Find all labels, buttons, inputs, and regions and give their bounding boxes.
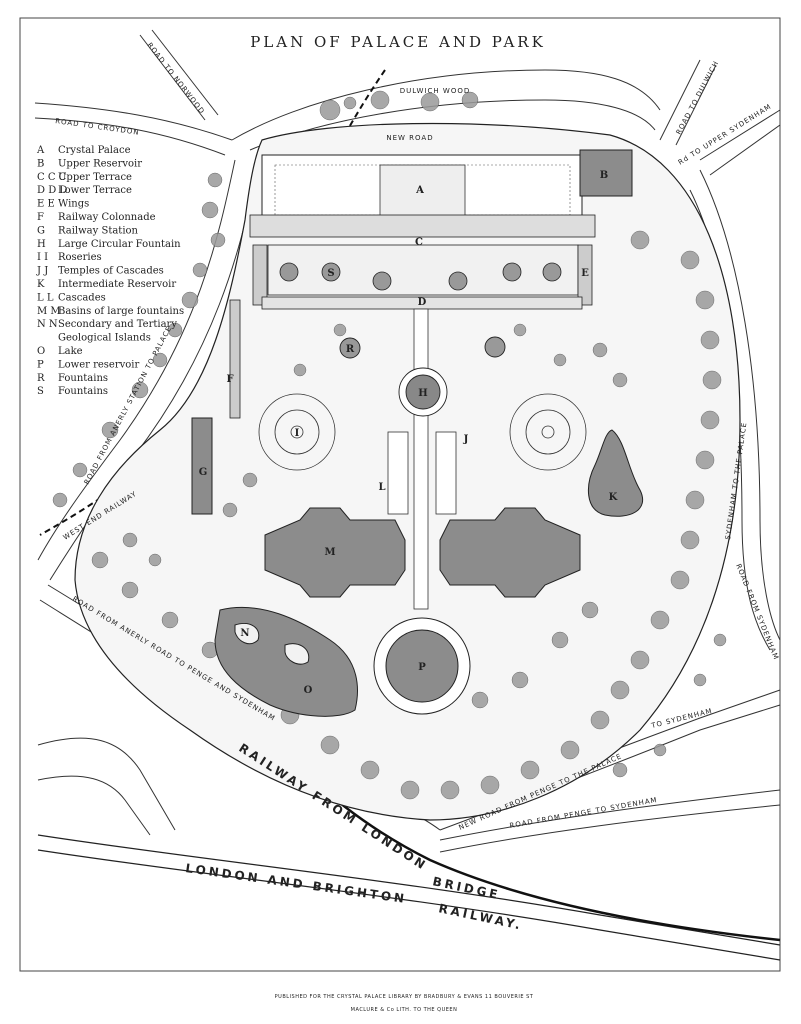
label-s: S: [327, 268, 334, 279]
label-p: P: [418, 662, 426, 673]
label-m: M: [324, 547, 335, 558]
label-d: D: [418, 297, 427, 308]
legend-key: G: [37, 225, 45, 236]
railway-label-bridge: BRIDGE: [431, 874, 501, 902]
label-f: F: [226, 374, 233, 385]
map-letter-labels: A B C D E F G H I J K L M N O P R S: [199, 170, 618, 696]
legend-key: H: [37, 239, 46, 250]
legend-label: Secondary and Tertiary: [58, 319, 177, 330]
legend-key: J J: [36, 266, 48, 277]
legend-key: M M: [37, 306, 61, 317]
legend-key: I I: [37, 252, 48, 263]
legend-label: Basins of large fountains: [58, 306, 184, 317]
legend-label: Railway Station: [58, 225, 139, 236]
label-e: E: [581, 268, 589, 279]
legend-key: O: [37, 346, 45, 357]
legend-label: Upper Reservoir: [58, 158, 142, 169]
footer-publisher: PUBLISHED FOR THE CRYSTAL PALACE LIBRARY…: [275, 994, 534, 1000]
label-k: K: [609, 492, 618, 503]
crystal-palace-building: [249, 149, 633, 310]
legend-label: Geological Islands: [58, 333, 151, 344]
legend-key: S: [37, 386, 44, 397]
label-o: O: [304, 685, 313, 696]
legend-label: Wings: [58, 199, 89, 210]
road-label-norwood: ROAD TO NORWOOD: [145, 41, 206, 116]
road-label-to-sydenham: TO SYDENHAM: [650, 707, 714, 730]
legend-label: Upper Terrace: [58, 172, 132, 183]
legend-key: C C C: [37, 172, 67, 183]
label-j: J: [463, 434, 469, 445]
legend-key: D D D: [37, 185, 67, 196]
lower-reservoir: [373, 617, 471, 715]
legend-key: B: [37, 158, 44, 169]
label-n: N: [240, 628, 249, 639]
fountain-basins: [264, 507, 581, 598]
roseries: [258, 393, 587, 471]
legend-label: Crystal Palace: [58, 145, 131, 156]
legend-key: R: [37, 373, 45, 384]
label-g: G: [199, 467, 208, 478]
legend-label: Roseries: [58, 252, 102, 263]
legend-key: E E: [37, 199, 55, 210]
label-a: A: [415, 185, 424, 196]
legend-label: Railway Colonnade: [58, 212, 156, 223]
railway-colonnade: [229, 299, 241, 419]
legend-key: N N: [37, 319, 58, 330]
label-b: B: [600, 170, 608, 181]
legend-key: P: [37, 359, 44, 370]
road-label-dulwich-wood: DULWICH WOOD: [400, 87, 470, 95]
legend-label: Fountains: [58, 373, 108, 384]
legend-key: F: [37, 212, 44, 223]
legend-label: Temples of Cascades: [58, 266, 164, 277]
legend-label: Large Circular Fountain: [58, 239, 181, 250]
fountains-s: [279, 262, 562, 291]
label-i: I: [295, 428, 300, 439]
legend-label: Lake: [58, 346, 83, 357]
label-l: L: [378, 482, 385, 493]
legend-key: K: [37, 279, 45, 290]
legend-label: Cascades: [58, 292, 106, 303]
legend-key: A: [36, 145, 45, 156]
railway-label-railway: RAILWAY.: [437, 901, 524, 933]
legend-label: Lower reservoir: [58, 359, 139, 370]
footer-lithographer: MACLURE & Co LITH. TO THE QUEEN: [351, 1007, 458, 1013]
road-label-croydon: ROAD TO CROYDON: [55, 117, 140, 137]
map-title: PLAN OF PALACE AND PARK: [250, 33, 546, 51]
label-c: C: [415, 237, 423, 248]
label-r: R: [346, 344, 355, 355]
legend-label: Lower Terrace: [58, 185, 132, 196]
railway-station: [191, 417, 213, 515]
legend-label: Intermediate Reservoir: [58, 279, 176, 290]
woodland: [52, 90, 727, 800]
railway-label-brighton: LONDON AND BRIGHTON: [185, 861, 408, 906]
label-h: H: [418, 388, 427, 399]
road-label-penge-sydenham: ROAD FROM PENGE TO SYDENHAM: [509, 796, 658, 830]
road-label-new-road-top: NEW ROAD: [386, 134, 433, 142]
intermediate-reservoir: [587, 429, 643, 517]
fountains-r-h: [339, 336, 506, 417]
lake: [214, 606, 358, 717]
map-border: [19, 17, 781, 972]
road-label-road-from-sydenham: ROAD FROM SYDENHAM: [734, 563, 780, 662]
legend-label: Fountains: [58, 386, 108, 397]
legend-key: L L: [37, 292, 54, 303]
